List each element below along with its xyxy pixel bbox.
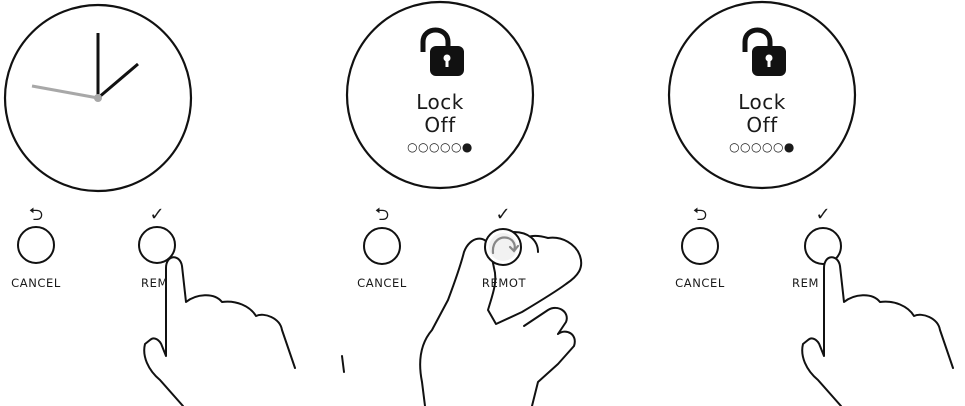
back-arrow-icon: ⮌ <box>688 206 712 224</box>
cancel-button[interactable] <box>682 228 718 264</box>
step-3-panel: Lock Off ○○○○○● ⮌ ✓ CANCEL REM <box>642 0 962 406</box>
checkmark-icon: ✓ <box>491 206 515 224</box>
lock-title: Lock <box>390 90 490 114</box>
checkmark-icon: ✓ <box>145 206 169 224</box>
progress-dots: ○○○○○● <box>390 140 490 154</box>
remote-label: REM <box>124 276 168 290</box>
checkmark-icon: ✓ <box>811 206 835 224</box>
step-2-drawing <box>322 0 642 406</box>
cancel-button[interactable] <box>364 228 400 264</box>
cancel-label: CANCEL <box>0 276 72 290</box>
cancel-button[interactable] <box>18 227 54 263</box>
step-2-panel: Lock Off ○○○○○● ⮌ ✓ CANCEL REMOT <box>322 0 642 406</box>
lock-status: Off <box>390 113 490 137</box>
step-3-drawing <box>642 0 962 406</box>
step-1-drawing <box>0 0 320 406</box>
lock-status: Off <box>712 113 812 137</box>
remote-label: REMOT <box>474 276 534 290</box>
step-1-panel: ⮌ ✓ CANCEL REM <box>0 0 320 406</box>
remote-label: REM <box>792 276 824 290</box>
pressing-hand-icon <box>802 257 953 406</box>
cancel-label: CANCEL <box>346 276 418 290</box>
lock-title: Lock <box>712 90 812 114</box>
cancel-label: CANCEL <box>664 276 736 290</box>
progress-dots: ○○○○○● <box>712 140 812 154</box>
back-arrow-icon: ⮌ <box>370 206 394 224</box>
back-arrow-icon: ⮌ <box>24 206 48 224</box>
